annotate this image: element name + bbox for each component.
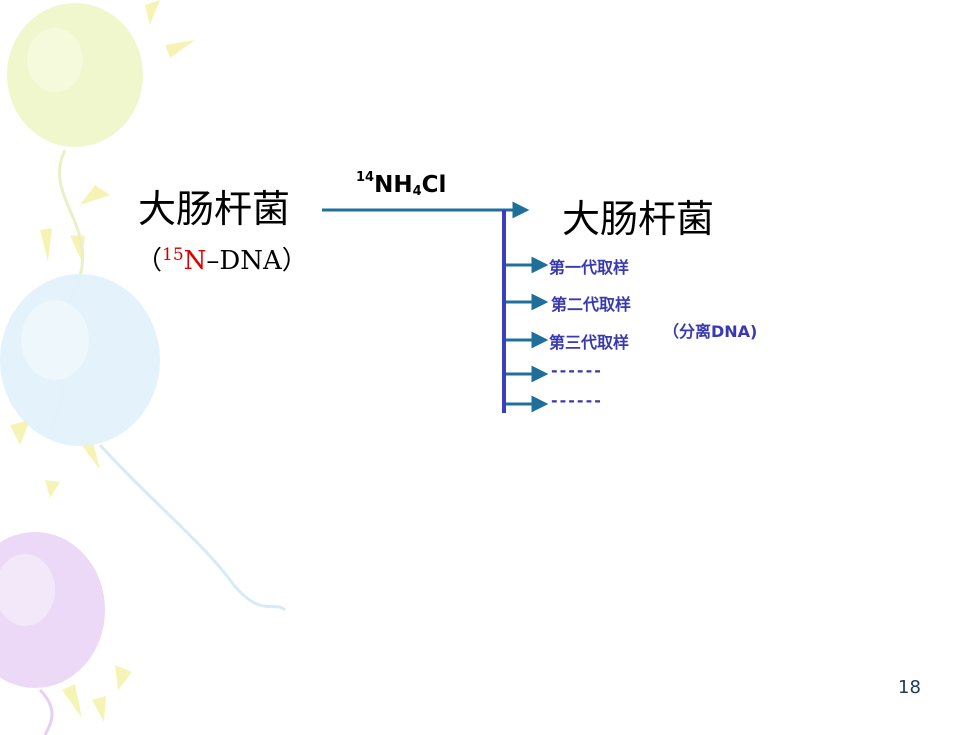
reagent-tail: Cl [421, 172, 447, 198]
source-dna-label: （15N–DNA） [136, 240, 308, 277]
source-bacteria-label: 大肠杆菌 [138, 187, 291, 231]
reagent-base: NH [374, 172, 413, 198]
arrow-right-icon [512, 201, 530, 219]
sample-more-1: ------ [551, 361, 603, 380]
balloon-decoration [0, 0, 287, 735]
arrow-right-icon [531, 256, 549, 274]
sample-more-2: ------ [551, 391, 603, 410]
page-number: 18 [898, 677, 921, 698]
sample-gen-2: 第二代取样 [551, 295, 632, 314]
separate-dna-note: （分离DNA) [663, 322, 758, 341]
source-open-paren: （ [136, 246, 163, 276]
arrow-right-icon [531, 293, 549, 311]
arrow-right-icon [531, 331, 549, 349]
sample-gen-1: 第一代取样 [549, 258, 630, 277]
reagent-mass: 14 [356, 170, 375, 185]
arrow-right-icon [531, 395, 549, 413]
source-dna-rest: –DNA） [206, 246, 308, 276]
isotope-mass: 15 [162, 245, 184, 265]
target-bacteria-label: 大肠杆菌 [562, 197, 715, 241]
reagent-subscript: 4 [412, 184, 422, 199]
sample-gen-3: 第三代取样 [549, 333, 630, 352]
arrow-right-icon [531, 365, 549, 383]
reagent-label: 14NH4Cl [356, 170, 446, 199]
isotope-element: N [183, 246, 207, 276]
